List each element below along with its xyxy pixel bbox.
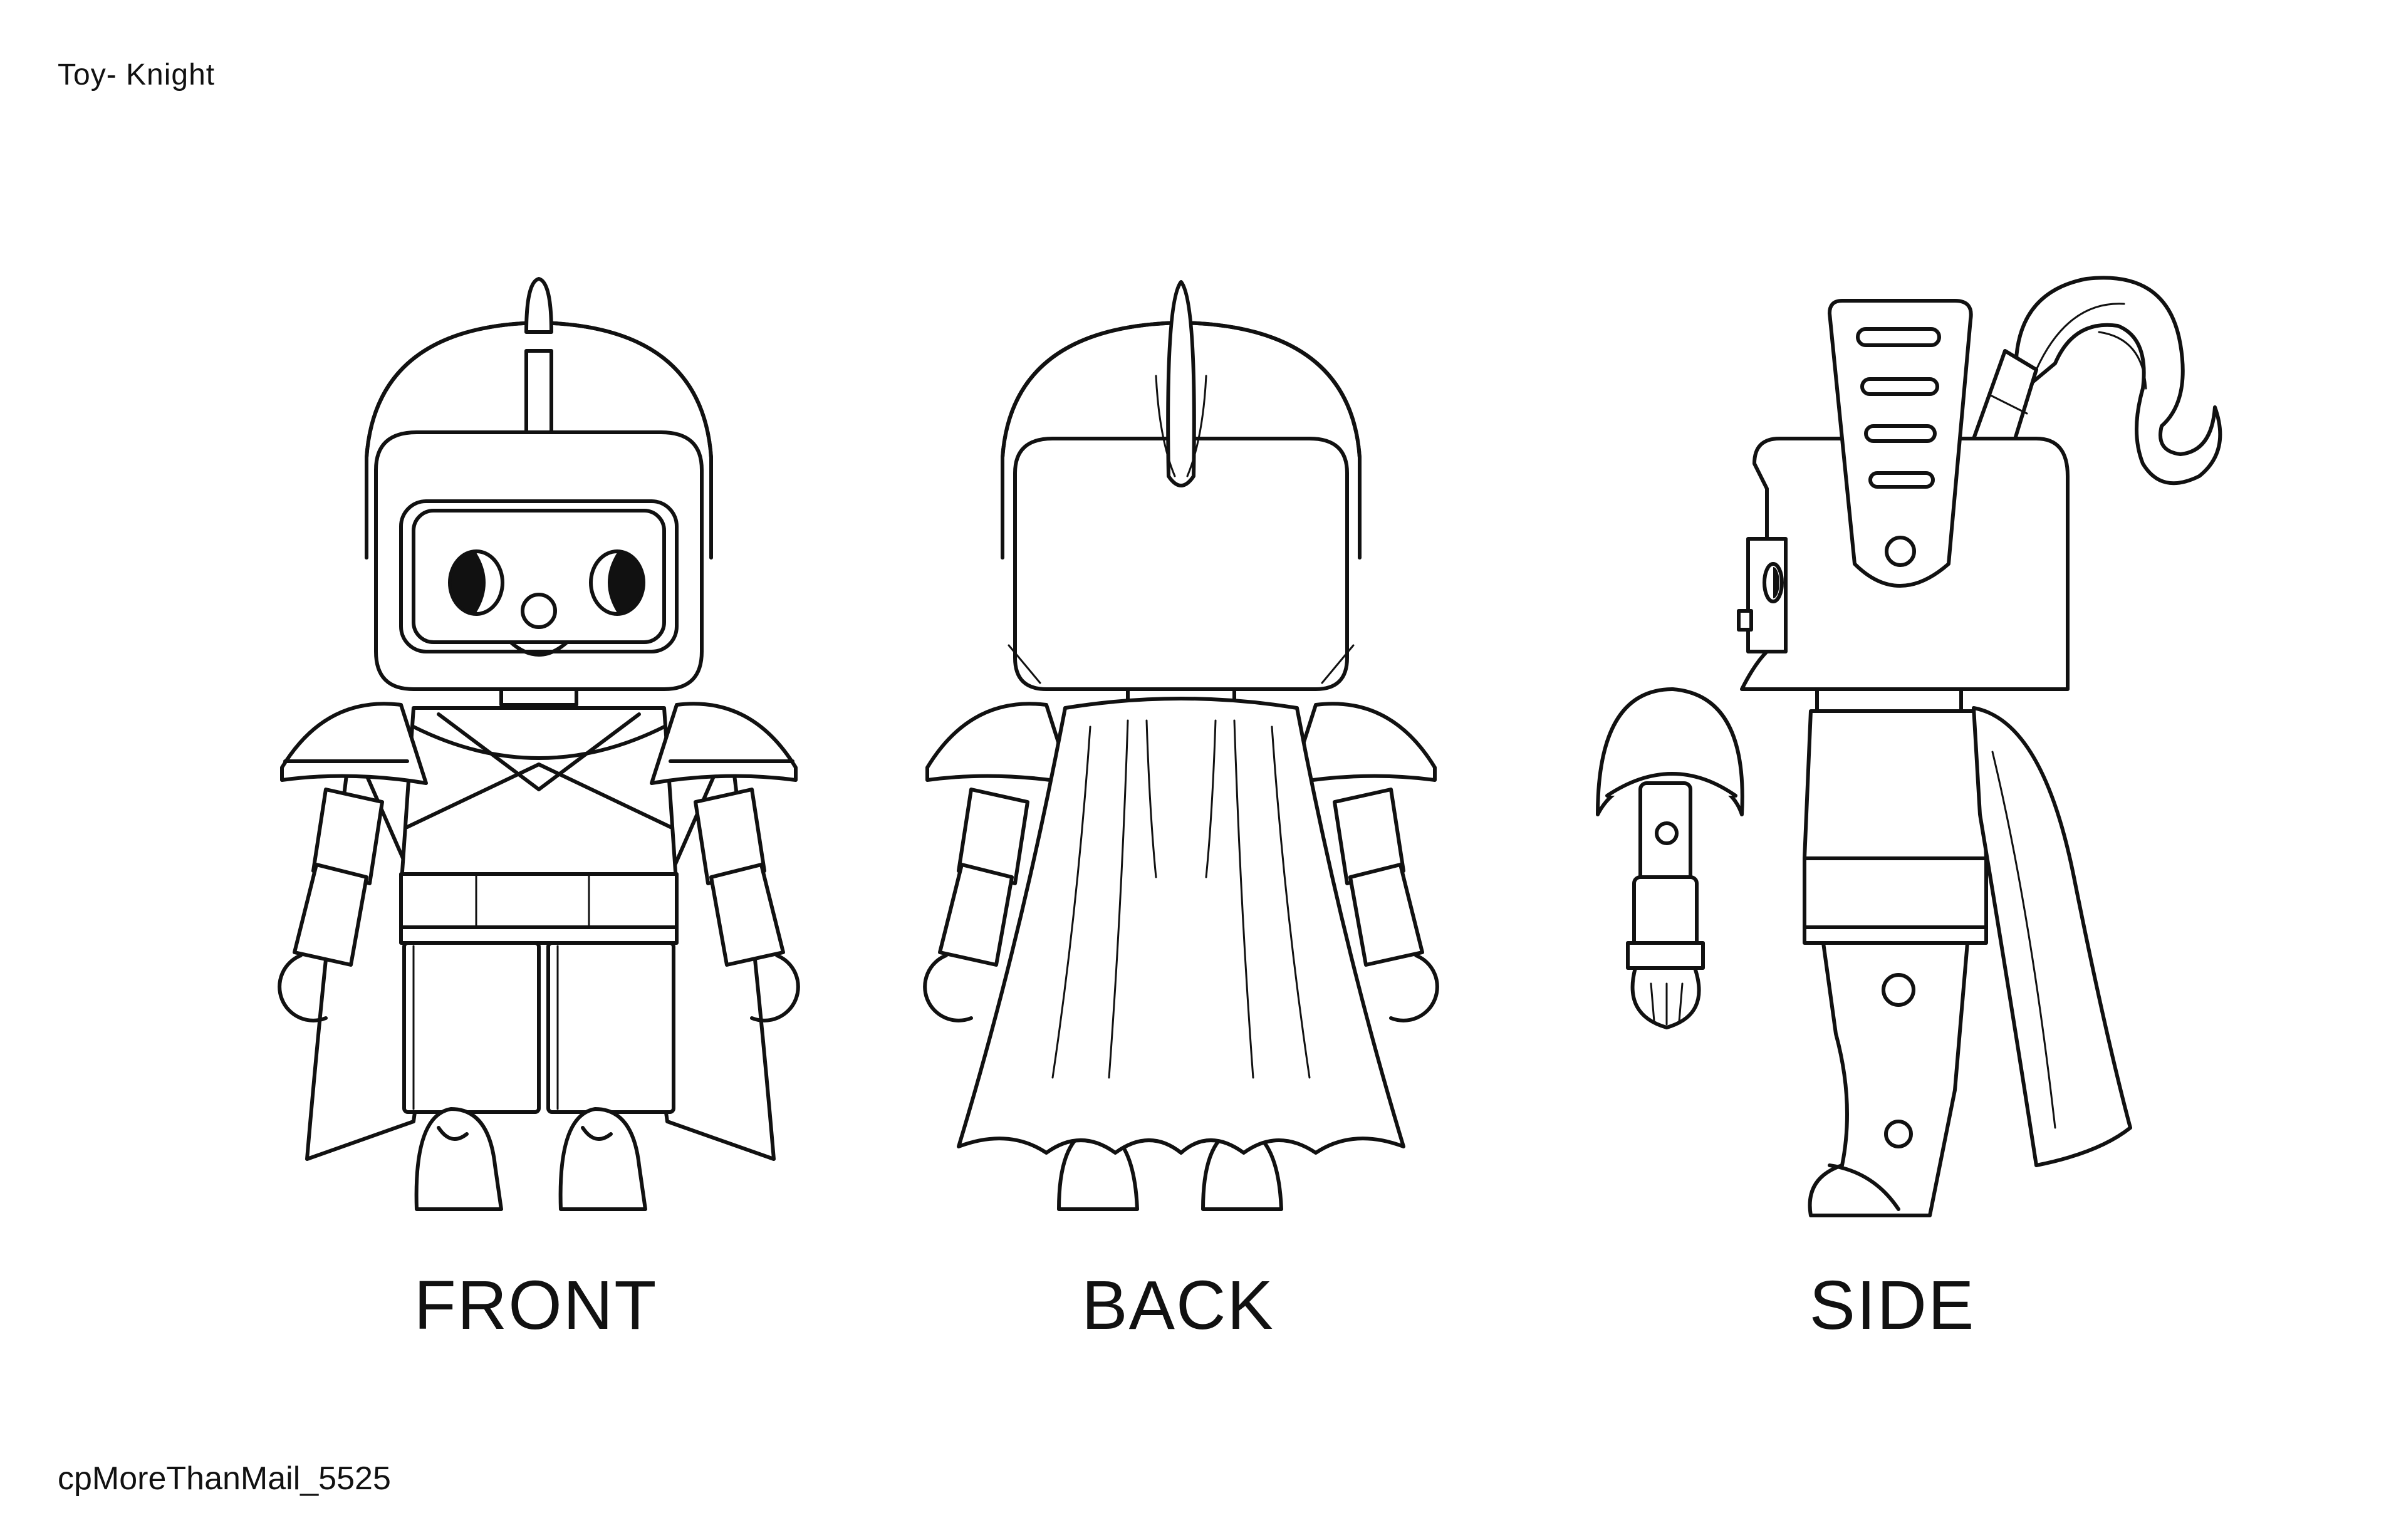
front-view-label: FRONT (414, 1267, 658, 1344)
front-view-figure (278, 277, 800, 1211)
back-view-label: BACK (1081, 1267, 1274, 1344)
footer-id: cpMoreThanMail_5525 (58, 1460, 391, 1497)
side-view-label: SIDE (1809, 1267, 1976, 1344)
side-view-figure (1596, 276, 2222, 1217)
sheet-title: Toy- Knight (58, 58, 216, 91)
back-view-figure (923, 280, 1439, 1211)
